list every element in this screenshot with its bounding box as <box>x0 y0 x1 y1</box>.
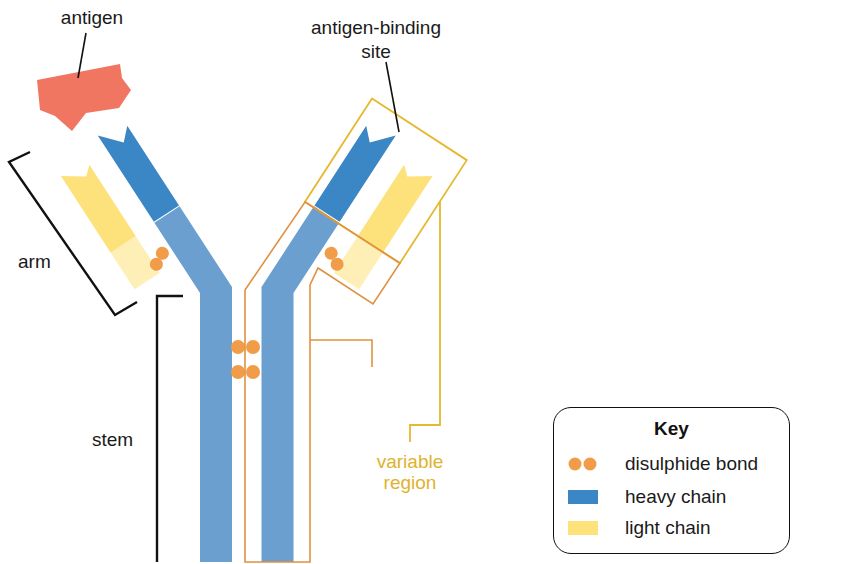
antigen-shape <box>37 64 131 131</box>
disulphide-sample <box>584 458 597 471</box>
disulphide-bond <box>231 340 245 354</box>
leader-line <box>386 62 399 132</box>
legend-label: heavy chain <box>625 485 726 509</box>
legend-swatch <box>568 521 598 535</box>
disulphide-sample <box>569 458 582 471</box>
bracket-label: stem <box>92 428 133 452</box>
part-label: antigen <box>32 6 152 30</box>
leader-line <box>410 201 440 442</box>
constant-region-outline <box>245 202 400 562</box>
key-heading: Key <box>554 418 789 440</box>
legend-label: light chain <box>625 516 711 540</box>
part-label: antigen-binding site <box>296 16 456 64</box>
legend-label: disulphide bond <box>625 452 758 476</box>
leader-line <box>78 33 86 78</box>
legend-entry: disulphide bond <box>568 452 788 476</box>
region-label: variable region <box>360 451 460 493</box>
leader-line <box>310 340 372 367</box>
disulphide-bond <box>153 244 171 262</box>
disulphide-bond <box>231 365 245 379</box>
legend-entry: light chain <box>568 516 788 540</box>
disulphide-bond <box>246 365 260 379</box>
legend-swatch <box>568 490 598 504</box>
antibody-arm <box>53 119 204 289</box>
variable-region-outline <box>305 99 467 264</box>
stem-bracket <box>157 296 183 562</box>
legend-entry: heavy chain <box>568 485 788 509</box>
antibody-arm <box>281 99 467 301</box>
bracket-label: arm <box>18 250 51 274</box>
heavy-chain-constant <box>262 206 340 562</box>
disulphide-bond <box>246 340 260 354</box>
arm-bracket <box>9 152 137 315</box>
legend-sample <box>568 452 604 476</box>
disulphide-bond <box>322 244 340 262</box>
light-chain-variable <box>61 160 136 253</box>
light-chain-variable <box>358 160 433 253</box>
heavy-chain-constant <box>154 206 232 562</box>
